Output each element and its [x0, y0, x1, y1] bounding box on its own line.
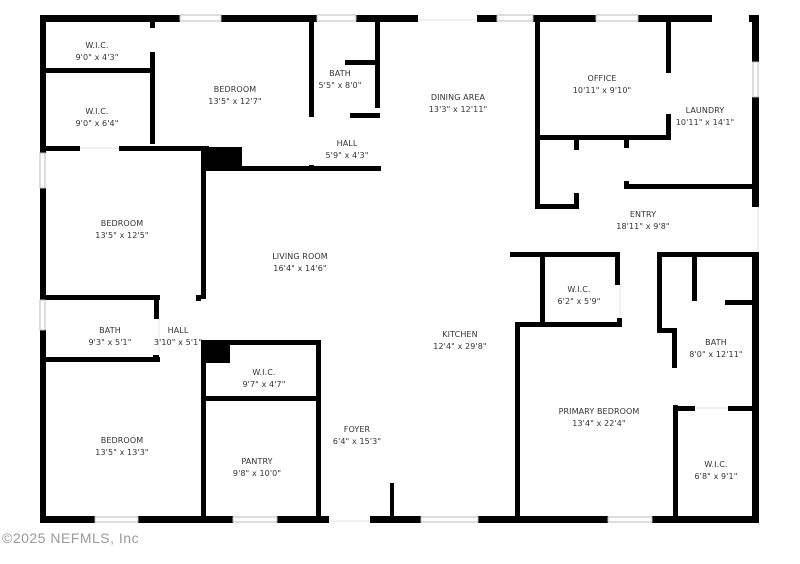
room-name: BATH — [329, 69, 351, 78]
room-primary-bedroom: PRIMARY BEDROOM 13'4" x 22'4" — [559, 406, 640, 430]
room-name: HALL — [336, 139, 358, 148]
room-wic-3: W.I.C. 6'2" x 5'9" — [557, 284, 600, 308]
room-dimensions: 6'8" x 9'1" — [694, 472, 738, 481]
room-dimensions: 13'5" x 12'7" — [208, 97, 262, 106]
room-name: ENTRY — [629, 210, 657, 219]
room-entry: ENTRY 18'11" x 9'8" — [616, 209, 669, 233]
room-name: W.I.C. — [252, 368, 276, 377]
room-name: BATH — [705, 338, 727, 347]
room-office: OFFICE 10'11" x 9'10" — [573, 73, 632, 97]
room-dimensions: 18'11" x 9'8" — [616, 222, 670, 231]
room-name: BEDROOM — [100, 436, 144, 445]
room-hall-1: HALL 5'9" x 4'3" — [325, 138, 368, 162]
room-name: W.I.C. — [85, 107, 109, 116]
room-laundry: LAUNDRY 10'11" x 14'1" — [676, 105, 735, 129]
room-name: HALL — [167, 326, 189, 335]
room-dimensions: 9'0" x 4'3" — [75, 53, 119, 62]
room-hall-2: HALL 3'10" x 5'1" — [154, 325, 202, 349]
room-dimensions: 6'4" x 15'3" — [332, 437, 382, 446]
room-pantry: PANTRY 9'8" x 10'0" — [233, 456, 281, 480]
room-bedroom-1: BEDROOM 13'5" x 12'7" — [208, 84, 261, 108]
room-dimensions: 9'0" x 6'4" — [75, 119, 119, 128]
room-bedroom-3: BEDROOM 13'5" x 13'3" — [95, 435, 148, 459]
room-dimensions: 13'4" x 22'4" — [572, 419, 626, 428]
room-dimensions: 5'9" x 4'3" — [325, 151, 369, 160]
room-wic-4: W.I.C. 9'7" x 4'7" — [242, 367, 285, 391]
room-name: PANTRY — [241, 457, 273, 466]
room-dimensions: 16'4" x 14'6" — [273, 264, 327, 273]
room-name: FOYER — [343, 425, 371, 434]
room-name: LAUNDRY — [685, 106, 725, 115]
room-name: W.I.C. — [85, 41, 109, 50]
room-name: BEDROOM — [100, 219, 144, 228]
room-dimensions: 13'5" x 13'3" — [95, 448, 149, 457]
room-living-room: LIVING ROOM 16'4" x 14'6" — [272, 251, 328, 275]
copyright-notice: ©2025 NEFMLS, Inc — [2, 530, 140, 546]
room-dining-area: DINING AREA 13'3" x 12'11" — [429, 92, 488, 116]
walls — [40, 15, 759, 523]
room-dimensions: 13'3" x 12'11" — [428, 105, 488, 114]
windows — [39, 14, 759, 523]
door-openings — [80, 19, 759, 522]
room-name: W.I.C. — [704, 460, 728, 469]
room-dimensions: 3'10" x 5'1" — [153, 338, 203, 347]
room-name: PRIMARY BEDROOM — [558, 407, 640, 416]
room-wic-1: W.I.C. 9'0" x 4'3" — [75, 40, 118, 64]
room-name: KITCHEN — [442, 330, 478, 339]
room-dimensions: 10'11" x 14'1" — [675, 118, 735, 127]
room-name: BEDROOM — [213, 85, 257, 94]
room-name: LIVING ROOM — [272, 252, 328, 261]
room-dimensions: 12'4" x 29'8" — [433, 342, 487, 351]
room-dimensions: 9'3" x 5'1" — [88, 338, 132, 347]
room-name: DINING AREA — [430, 93, 486, 102]
room-bath-3: BATH 8'0" x 12'11" — [689, 337, 742, 361]
room-dimensions: 9'8" x 10'0" — [232, 469, 282, 478]
room-foyer: FOYER 6'4" x 15'3" — [333, 424, 381, 448]
room-dimensions: 9'7" x 4'7" — [242, 380, 286, 389]
room-name: W.I.C. — [567, 285, 591, 294]
room-bedroom-2: BEDROOM 13'5" x 12'5" — [95, 218, 148, 242]
room-name: OFFICE — [587, 74, 617, 83]
room-kitchen: KITCHEN 12'4" x 29'8" — [433, 329, 486, 353]
room-name: BATH — [99, 326, 121, 335]
room-dimensions: 13'5" x 12'5" — [95, 231, 149, 240]
room-bath-2: BATH 9'3" x 5'1" — [88, 325, 131, 349]
room-wic-5: W.I.C. 6'8" x 9'1" — [694, 459, 737, 483]
room-wic-2: W.I.C. 9'0" x 6'4" — [75, 106, 118, 130]
room-bath-1: BATH 5'5" x 8'0" — [318, 68, 361, 92]
room-dimensions: 5'5" x 8'0" — [318, 81, 362, 90]
room-dimensions: 6'2" x 5'9" — [557, 297, 601, 306]
room-dimensions: 8'0" x 12'11" — [689, 350, 743, 359]
room-dimensions: 10'11" x 9'10" — [572, 86, 632, 95]
